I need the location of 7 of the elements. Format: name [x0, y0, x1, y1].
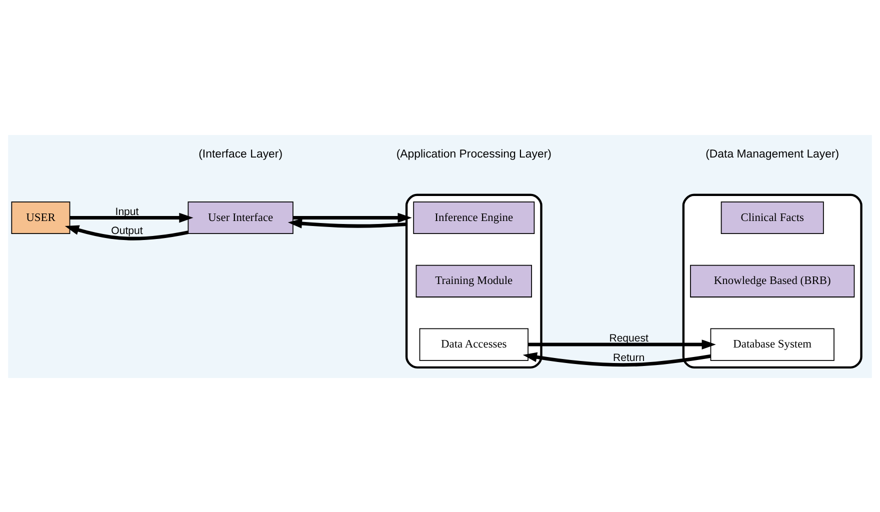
label: (Data Management Layer) — [706, 148, 840, 160]
edge-label: Output — [111, 224, 143, 237]
edge-label: Return — [613, 351, 645, 364]
label: (Interface Layer) — [198, 148, 283, 160]
label: (Application Processing Layer) — [396, 148, 552, 160]
edge-label: Request — [609, 332, 648, 344]
edge-label: Input — [115, 205, 139, 218]
